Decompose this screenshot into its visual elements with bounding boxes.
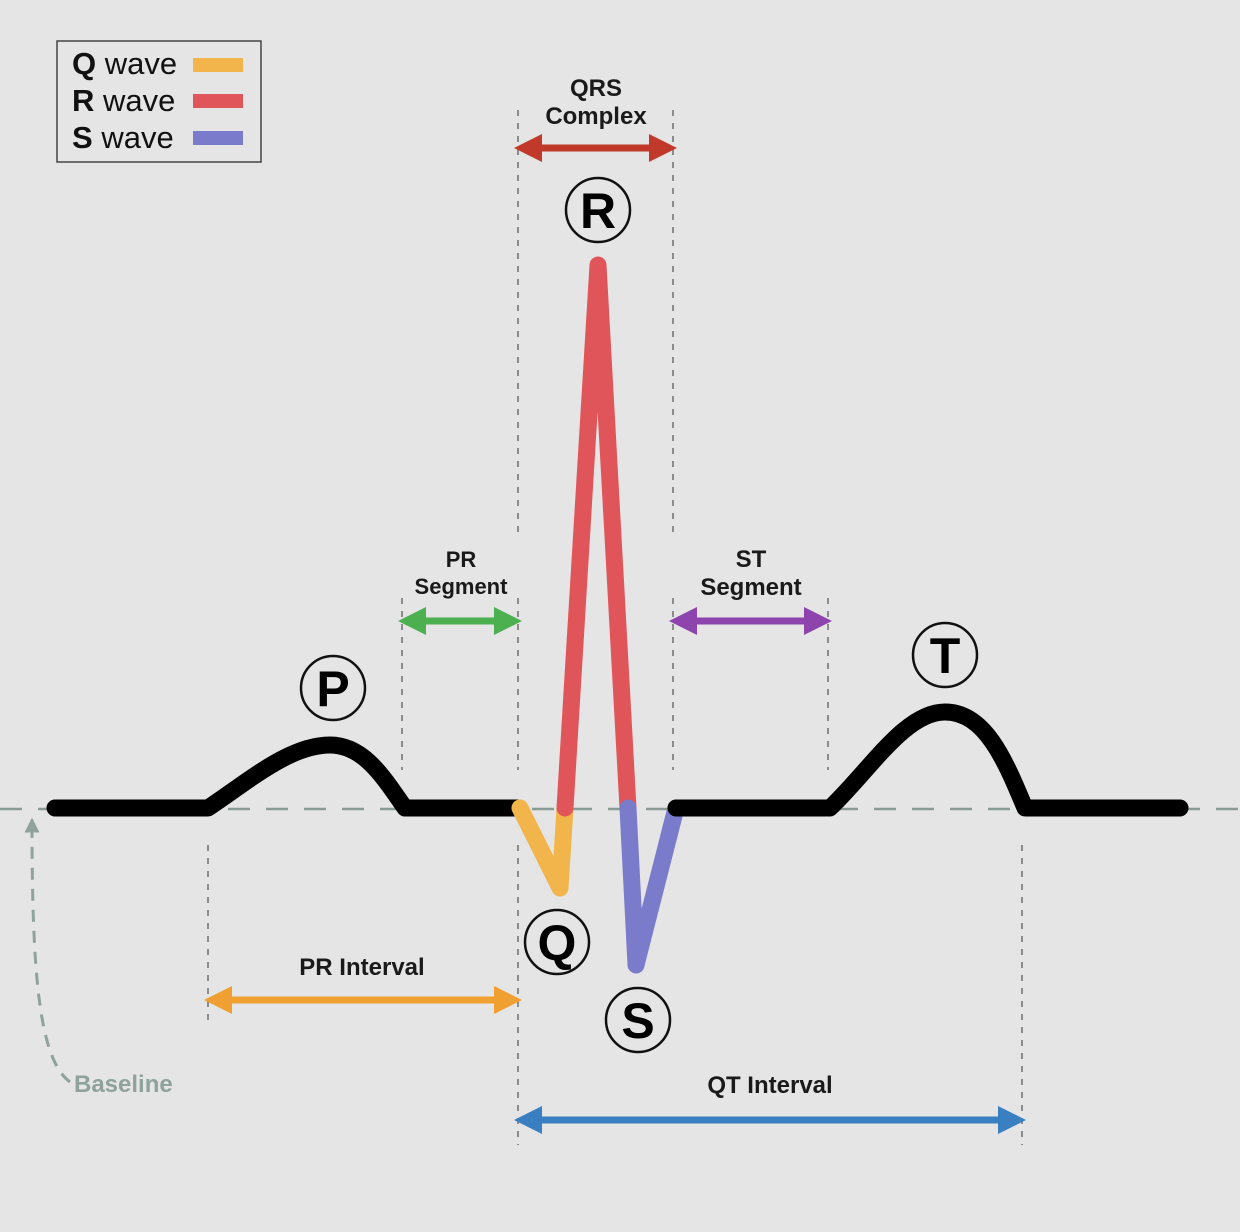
q-wave-trace	[511, 799, 574, 897]
baseline-pointer	[24, 817, 71, 1084]
legend-swatch-q	[193, 58, 243, 72]
legend-item-r: R wave	[72, 83, 243, 118]
s-wave-trace	[619, 799, 685, 974]
svg-text:R: R	[580, 183, 616, 239]
pr-segment-label-line2: Segment	[415, 574, 509, 599]
wave-label-q: Q	[523, 908, 591, 976]
legend-item-q: Q wave	[72, 46, 243, 81]
svg-text:S: S	[621, 993, 654, 1049]
legend-item-s: S wave	[72, 120, 243, 155]
legend-swatch-r	[193, 94, 243, 108]
pr-interval-label: PR Interval	[299, 954, 424, 981]
legend: Q wave R wave S wave	[56, 40, 262, 163]
wave-label-s: S	[604, 986, 672, 1054]
svg-text:P: P	[316, 661, 349, 717]
ecg-trace	[46, 256, 1189, 974]
wave-label-t: T	[911, 621, 979, 689]
r-wave-trace	[556, 256, 637, 817]
wave-label-p: P	[299, 654, 367, 722]
baseline-label: Baseline	[74, 1071, 173, 1098]
svg-text:S wave: S wave	[72, 120, 174, 155]
st-segment-label-line2: Segment	[700, 574, 801, 601]
svg-text:R wave: R wave	[72, 83, 175, 118]
qt-interval-label: QT Interval	[707, 1072, 832, 1099]
qrs-label-line1: QRS	[570, 75, 622, 102]
svg-text:Q: Q	[538, 915, 577, 971]
wave-label-r: R	[564, 176, 632, 244]
baseline-trace-right	[667, 703, 1189, 817]
qrs-label-line2: Complex	[545, 103, 647, 130]
svg-text:Q wave: Q wave	[72, 46, 177, 81]
legend-swatch-s	[193, 131, 243, 145]
svg-text:T: T	[930, 628, 961, 684]
st-segment-label-line1: ST	[736, 546, 767, 573]
pr-segment-label-line1: PR	[446, 547, 477, 572]
baseline-trace-left	[46, 736, 527, 817]
